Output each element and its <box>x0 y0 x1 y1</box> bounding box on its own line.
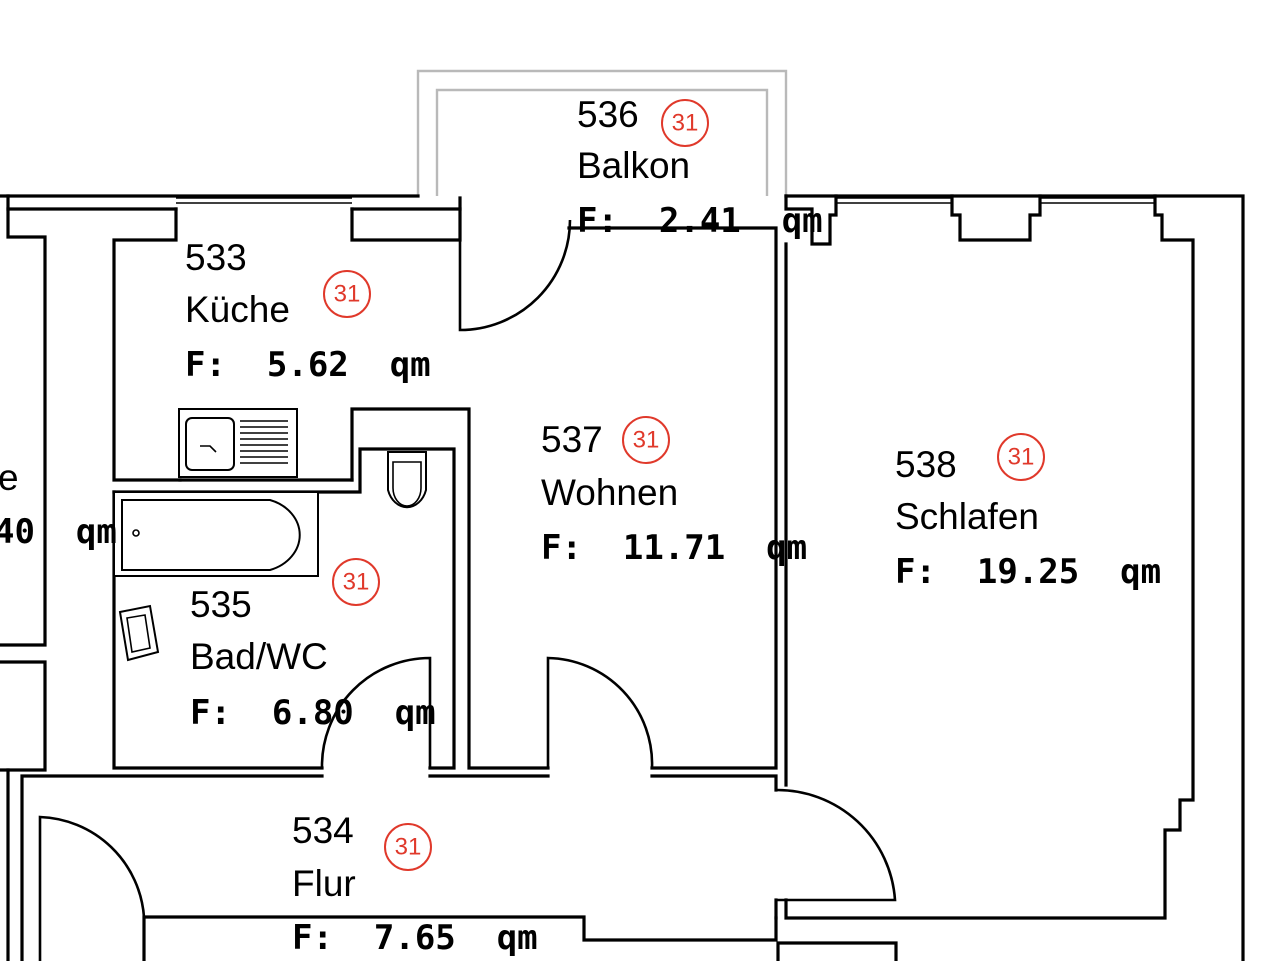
room-536-label: 536 Balkon F: 2.41 qm 31 <box>577 94 823 241</box>
room-area-fragment: 40 qm <box>0 512 117 552</box>
fixtures <box>113 408 427 662</box>
room-area: F: 19.25 qm <box>895 552 1161 592</box>
washbasin-icon <box>118 604 160 662</box>
bathtub-icon <box>113 491 319 577</box>
room-name: Flur <box>292 863 356 904</box>
badge-icon <box>622 416 670 464</box>
badge-icon <box>384 823 432 871</box>
badge-label: 31 <box>672 110 699 137</box>
room-number: 538 <box>895 444 957 485</box>
room-name: Wohnen <box>541 472 678 513</box>
room-name: Schlafen <box>895 496 1039 537</box>
room-name: Balkon <box>577 145 690 186</box>
room-number: 537 <box>541 419 603 460</box>
room-name-fragment: e <box>0 457 19 498</box>
badge-icon <box>332 558 380 606</box>
badge-label: 31 <box>343 569 370 596</box>
room-name: Bad/WC <box>190 636 328 677</box>
badge-label: 31 <box>1008 444 1035 471</box>
room-area: F: 2.41 qm <box>577 201 823 241</box>
door-living <box>546 656 654 769</box>
room-535-label: 535 Bad/WC F: 6.80 qm 31 <box>190 558 436 733</box>
badge-icon <box>661 99 709 147</box>
balcony-outline <box>416 69 788 196</box>
room-533-label: 533 Küche F: 5.62 qm 31 <box>185 237 431 385</box>
cutoff-room-label: e 40 qm <box>0 457 117 552</box>
door-bath <box>320 656 432 769</box>
room-area: F: 6.80 qm <box>190 693 436 733</box>
room-534-label: 534 Flur F: 7.65 qm 31 <box>292 810 538 958</box>
doors <box>38 198 897 961</box>
room-537-label: 537 Wohnen F: 11.71 qm 31 <box>541 416 807 568</box>
room-number: 534 <box>292 810 354 851</box>
room-538-label: 538 Schlafen F: 19.25 qm 31 <box>895 433 1161 592</box>
door-entry-kitchen <box>458 198 572 332</box>
room-number: 533 <box>185 237 247 278</box>
room-number: 535 <box>190 584 252 625</box>
room-name: Küche <box>185 289 290 330</box>
toilet-icon <box>387 451 427 509</box>
badge-icon <box>997 433 1045 481</box>
walls <box>0 194 1245 961</box>
badge-icon <box>323 270 371 318</box>
room-area: F: 5.62 qm <box>185 345 431 385</box>
sink-icon <box>178 408 298 478</box>
room-area: F: 11.71 qm <box>541 528 807 568</box>
door-bedroom <box>775 788 897 902</box>
room-area: F: 7.65 qm <box>292 918 538 958</box>
door-left <box>38 815 146 961</box>
room-number: 536 <box>577 94 639 135</box>
badge-label: 31 <box>633 427 660 454</box>
badge-label: 31 <box>334 281 361 308</box>
badge-label: 31 <box>395 834 422 861</box>
